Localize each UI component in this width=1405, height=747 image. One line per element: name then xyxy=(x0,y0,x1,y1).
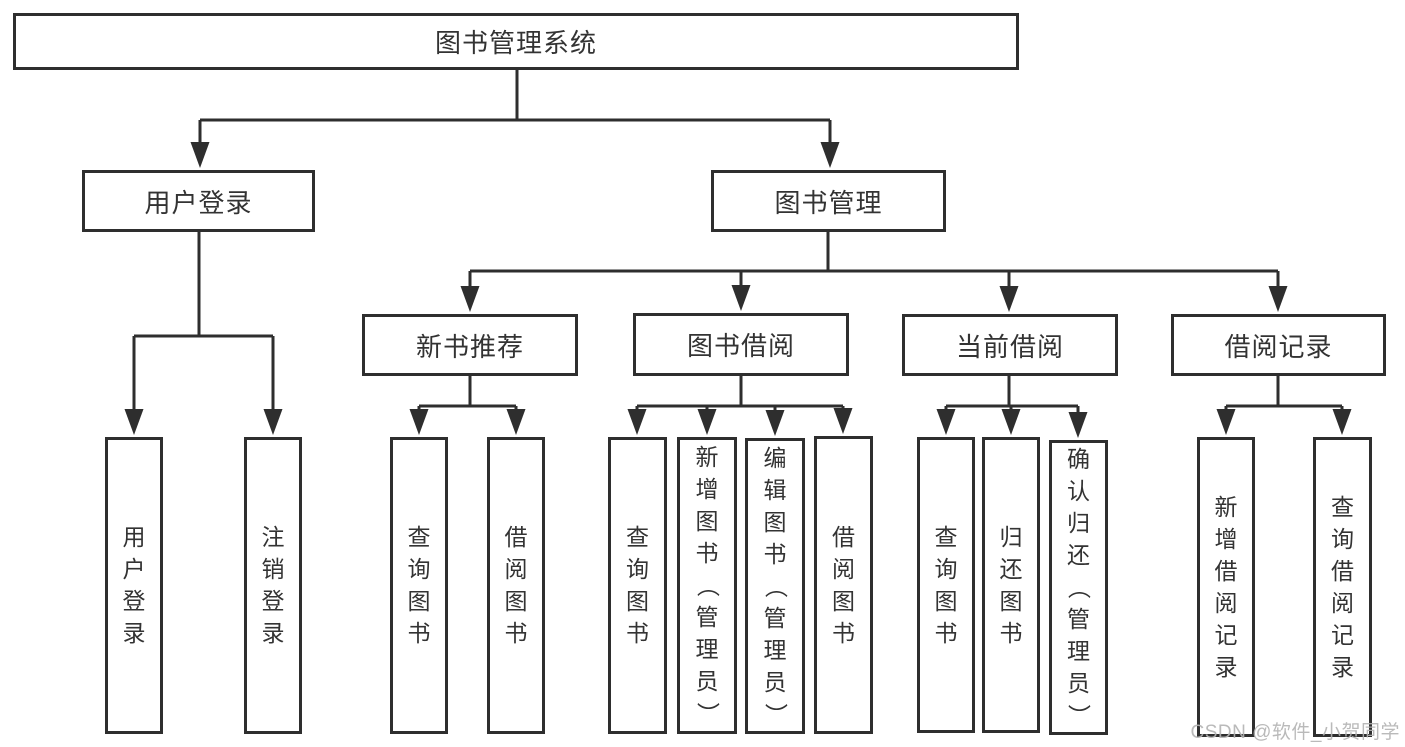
csdn-watermark: CSDN @软件_小贺同学 xyxy=(1190,722,1400,743)
bb-add-books-admin-box: 新增图书（管理员） xyxy=(677,437,737,734)
vertical-label: 借阅图书 xyxy=(504,524,528,646)
bb-query-books-box: 查询图书 xyxy=(608,437,667,734)
arrowhead-down-icon xyxy=(1001,409,1021,435)
vertical-label: 新增借阅记录 xyxy=(1214,493,1238,680)
arrowhead-down-icon xyxy=(1268,286,1288,312)
cb-confirm-return-admin-box: 确认归还（管理员） xyxy=(1049,440,1108,735)
arrowhead-down-icon xyxy=(765,410,785,436)
arrowhead-down-icon xyxy=(936,409,956,435)
br-query-record-box: 查询借阅记录 xyxy=(1313,437,1372,737)
root-box: 图书管理系统 xyxy=(13,13,1019,70)
arrowhead-down-icon xyxy=(999,286,1019,312)
logout-box: 注销登录 xyxy=(244,437,302,734)
arrowhead-down-icon xyxy=(697,409,717,435)
cb-return-books-box: 归还图书 xyxy=(982,437,1040,733)
arrowhead-down-icon xyxy=(263,409,283,435)
arrowhead-down-icon xyxy=(1332,409,1352,435)
br-add-record-box: 新增借阅记录 xyxy=(1197,437,1255,737)
vertical-label: 用户登录 xyxy=(122,524,146,646)
vertical-label: 借阅图书 xyxy=(832,523,855,646)
vertical-label: 注销登录 xyxy=(261,524,285,646)
vertical-label: 查询图书 xyxy=(407,524,431,646)
arrowhead-down-icon xyxy=(460,286,480,312)
book-borrow-box: 图书借阅 xyxy=(633,313,849,376)
login-box: 用户登录 xyxy=(105,437,163,734)
new-book-rec-box: 新书推荐 xyxy=(362,314,578,376)
arrowhead-down-icon xyxy=(409,409,429,435)
vertical-label: 确认归还（管理员） xyxy=(1066,446,1092,728)
arrowhead-down-icon xyxy=(731,285,751,311)
arrowhead-down-icon xyxy=(833,408,853,434)
vertical-label: 查询图书 xyxy=(626,524,649,646)
arrowhead-down-icon xyxy=(124,409,144,435)
user-login-box: 用户登录 xyxy=(82,170,315,232)
vertical-label: 查询图书 xyxy=(934,523,958,646)
bb-edit-books-admin-box: 编辑图书（管理员） xyxy=(745,438,805,734)
arrowhead-down-icon xyxy=(190,142,210,168)
arrowhead-down-icon xyxy=(627,409,647,435)
vertical-label: 归还图书 xyxy=(999,523,1023,646)
arrowhead-down-icon xyxy=(820,142,840,168)
nb-borrow-books-box: 借阅图书 xyxy=(487,437,545,734)
nb-query-books-box: 查询图书 xyxy=(390,437,448,734)
bb-borrow-books-box: 借阅图书 xyxy=(814,436,873,734)
arrowhead-down-icon xyxy=(1216,409,1236,435)
book-mgmt-box: 图书管理 xyxy=(711,170,946,232)
vertical-label: 查询借阅记录 xyxy=(1331,493,1354,680)
cb-query-books-box: 查询图书 xyxy=(917,437,975,733)
vertical-label: 新增图书（管理员） xyxy=(694,444,721,726)
current-borrow-box: 当前借阅 xyxy=(902,314,1118,376)
arrowhead-down-icon xyxy=(1068,412,1088,438)
arrowhead-down-icon xyxy=(506,409,526,435)
vertical-label: 编辑图书（管理员） xyxy=(762,444,789,726)
borrow-records-box: 借阅记录 xyxy=(1171,314,1386,376)
